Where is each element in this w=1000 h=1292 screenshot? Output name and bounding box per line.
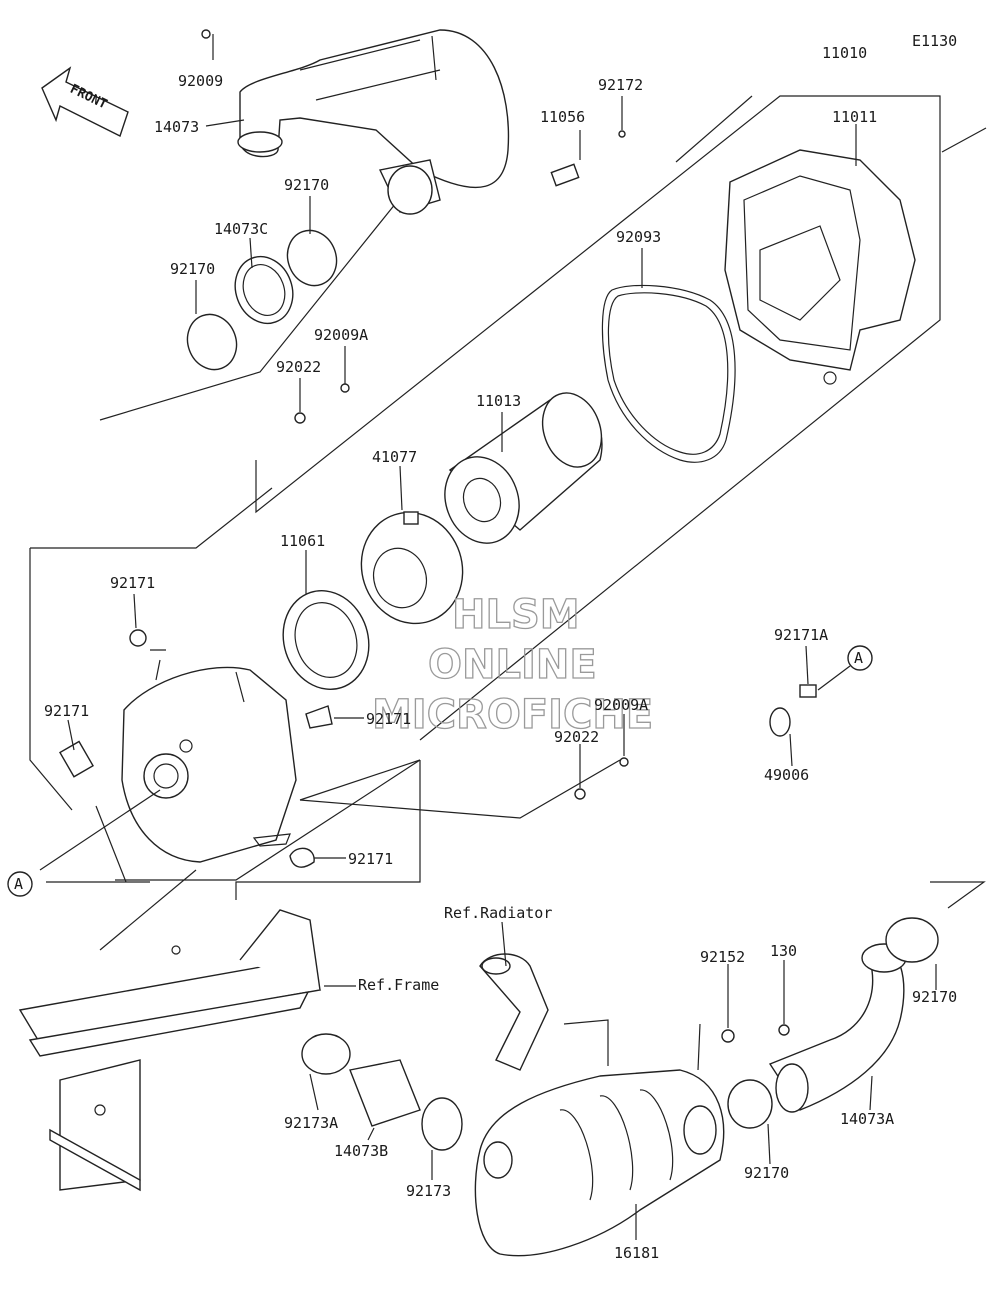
label-92009A-a: 92009A (314, 326, 368, 344)
label-92171-c: 92171 (366, 710, 411, 728)
air-cleaner-case (724, 149, 916, 385)
air-cleaner-cover (121, 649, 297, 863)
label-92152: 92152 (700, 948, 745, 966)
label-92170-d: 92170 (744, 1164, 789, 1182)
outlet-pipe (768, 943, 907, 1113)
label-11010: 11010 (822, 44, 867, 62)
label-92170-b: 92170 (170, 260, 215, 278)
diagram-code: E1130 (912, 32, 957, 50)
front-arrow-icon: FRONT (41, 66, 129, 137)
callout-a-left: A (7, 871, 33, 897)
part-labels: E1130 92009 14073 11056 92172 11010 1101… (44, 32, 957, 1262)
label-92171-a: 92171 (110, 574, 155, 592)
leader-lines (39, 34, 986, 1240)
label-92022-a: 92022 (276, 358, 321, 376)
ring-seal (282, 590, 370, 690)
assembly-outline (29, 95, 987, 951)
label-92022-b: 92022 (554, 728, 599, 746)
filter-holder (360, 511, 464, 625)
hose-clamps-top (186, 229, 338, 371)
label-ref-frame: Ref.Frame (358, 976, 439, 994)
label-49006: 49006 (764, 766, 809, 784)
label-92171A: 92171A (774, 626, 828, 644)
label-92173A: 92173A (284, 1114, 338, 1132)
watermark-line2: ONLINE (428, 642, 597, 688)
callout-a-right-text: A (854, 649, 863, 667)
label-92093: 92093 (616, 228, 661, 246)
label-ref-radiator: Ref.Radiator (444, 904, 552, 922)
watermark-line3: MICROFICHE (372, 692, 653, 738)
callout-a-right: A (847, 645, 873, 671)
label-92170-a: 92170 (284, 176, 329, 194)
callout-a-left-text: A (14, 875, 23, 893)
air-filter-element (444, 392, 603, 544)
muffler (474, 1069, 725, 1257)
lower-clamps (301, 917, 939, 1151)
label-92173: 92173 (406, 1182, 451, 1200)
label-92171-b: 92171 (44, 702, 89, 720)
label-14073: 14073 (154, 118, 199, 136)
gasket-seal (601, 284, 736, 463)
label-41077: 41077 (372, 448, 417, 466)
label-14073C: 14073C (214, 220, 268, 238)
label-11011: 11011 (832, 108, 877, 126)
label-130: 130 (770, 942, 797, 960)
label-11013: 11013 (476, 392, 521, 410)
small-fasteners (59, 29, 817, 1043)
label-92009: 92009 (178, 72, 223, 90)
label-16181: 16181 (614, 1244, 659, 1262)
watermark-line1: HLSM (452, 592, 580, 638)
radiator-pipe (479, 953, 549, 1071)
watermark: HLSM ONLINE MICROFICHE (371, 591, 654, 738)
intake-duct (237, 29, 510, 215)
label-14073B: 14073B (334, 1142, 388, 1160)
gasket-seal-inner (607, 292, 729, 455)
label-14073A: 14073A (840, 1110, 894, 1128)
label-92171-d: 92171 (348, 850, 393, 868)
label-11061: 11061 (280, 532, 325, 550)
frame-section (18, 909, 322, 1192)
label-11056: 11056 (540, 108, 585, 126)
label-92172: 92172 (598, 76, 643, 94)
label-92170-c: 92170 (912, 988, 957, 1006)
label-92009A-b: 92009A (594, 696, 648, 714)
